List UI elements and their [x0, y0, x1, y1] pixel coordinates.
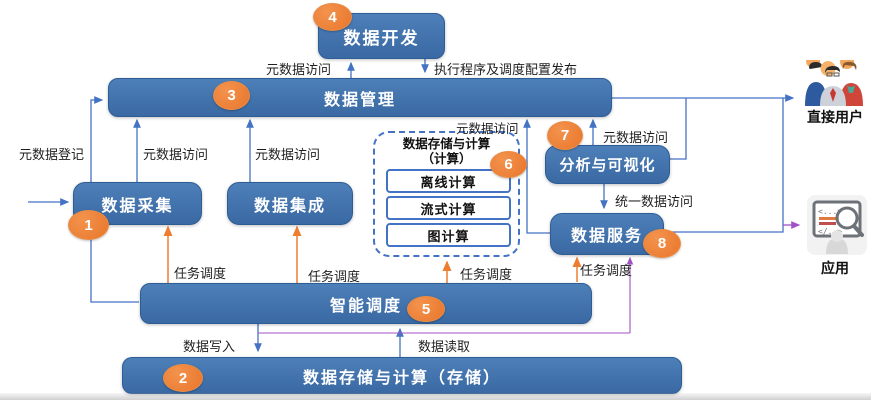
- edge-label-meta-access-integrate: 元数据访问: [255, 147, 321, 162]
- node-scheduler: 智能调度: [140, 283, 592, 324]
- compute-group-title: 数据存储与计算: [402, 137, 491, 151]
- edge-label-meta-access-dev: 元数据访问: [266, 62, 332, 77]
- node-data-collect: 数据采集: [73, 182, 202, 225]
- node-analysis: 分析与可视化: [545, 145, 670, 184]
- bottom-gradient-strip: [0, 393, 871, 400]
- edge-collect-scheduler: [90, 223, 139, 303]
- edge-label-task-service: 任务调度: [580, 263, 633, 278]
- edge-analysis-join: [667, 98, 687, 160]
- edge-label-task-integrate: 任务调度: [308, 269, 361, 284]
- edge-service-meta: [523, 118, 550, 234]
- node-compute-group: 数据存储与计算 （计算） 离线计算 流式计算 图计算: [373, 131, 520, 257]
- badge-4: 4: [313, 3, 352, 31]
- direct-users-icon: [805, 60, 863, 106]
- edge-label-meta-register: 元数据登记: [19, 147, 85, 162]
- edge-label-meta-access-mid: 元数据访问: [456, 122, 519, 136]
- node-graph-compute: 图计算: [386, 223, 511, 247]
- edge-label-meta-access-analysis: 元数据访问: [603, 130, 669, 145]
- badge-6: 6: [490, 151, 527, 178]
- node-storage: 数据存储与计算（存储）: [122, 357, 682, 394]
- edge-label-data-write: 数据写入: [183, 339, 236, 354]
- node-stream-compute: 流式计算: [386, 196, 511, 220]
- edge-label-unified-access: 统一数据访问: [615, 194, 694, 209]
- edge-label-data-read: 数据读取: [418, 339, 471, 354]
- node-label: 数据管理: [323, 91, 396, 109]
- node-data-mgmt: 数据管理: [108, 78, 612, 117]
- svg-text:<...>: <...>: [818, 207, 842, 216]
- edge-service-right: [662, 225, 784, 233]
- svg-text:</..>: </..>: [818, 227, 842, 236]
- node-offline-compute: 离线计算: [386, 169, 511, 193]
- edge-meta-register: [90, 96, 104, 182]
- application-icon: <...> </..>: [807, 195, 867, 255]
- edge-label-exec-publish: 执行程序及调度配置发布: [434, 62, 578, 77]
- node-label: 数据开发: [343, 28, 420, 48]
- badge-1: 1: [68, 210, 109, 240]
- badge-8: 8: [643, 229, 681, 258]
- edge-label-task-compute: 任务调度: [460, 267, 513, 282]
- badge-2: 2: [163, 364, 203, 392]
- direct-users-label: 直接用户: [807, 109, 863, 125]
- node-label: 数据服务: [570, 228, 643, 245]
- badge-7: 7: [547, 121, 583, 150]
- node-label: 智能调度: [329, 297, 402, 315]
- node-data-integrate: 数据集成: [227, 182, 353, 225]
- node-label: 分析与可视化: [559, 157, 656, 174]
- node-label: 数据采集: [101, 197, 174, 215]
- node-label: 数据集成: [253, 197, 326, 215]
- badge-3: 3: [213, 81, 250, 110]
- edge-label-task-collect: 任务调度: [174, 266, 227, 281]
- badge-5: 5: [407, 296, 445, 322]
- node-label: 数据存储与计算（存储）: [302, 369, 501, 387]
- edge-label-meta-access-collect: 元数据访问: [143, 147, 209, 162]
- application-label: 应用: [821, 260, 849, 276]
- compute-group-subtitle: （计算）: [421, 152, 472, 166]
